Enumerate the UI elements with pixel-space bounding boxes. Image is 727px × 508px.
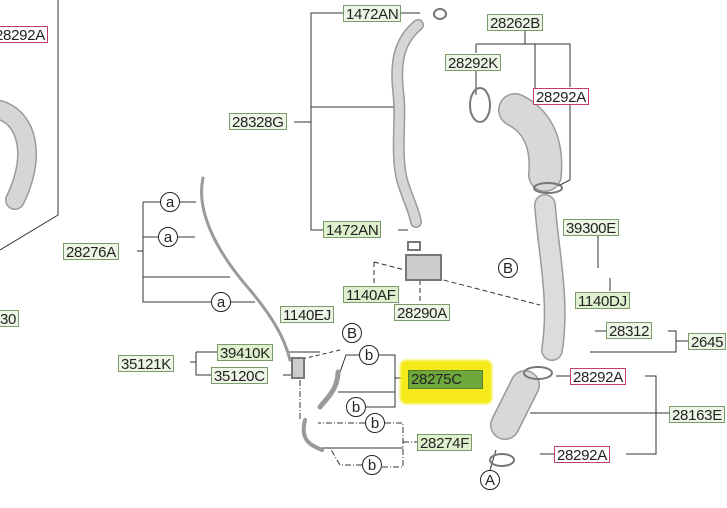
callout-a: a	[211, 292, 231, 312]
callout-b: b	[346, 397, 366, 417]
callout-b: b	[365, 413, 385, 433]
part-label-28292A[interactable]: 28292A	[0, 26, 48, 44]
part-label-1472AN[interactable]: 1472AN	[323, 221, 382, 239]
part-label-1140AF[interactable]: 1140AF	[343, 286, 399, 304]
part-label-35120C[interactable]: 35120C	[211, 367, 268, 385]
callout-a: a	[160, 192, 180, 212]
callout-b: b	[362, 455, 382, 475]
part-label-28292A[interactable]: 28292A	[554, 446, 610, 464]
part-label-28292A[interactable]: 28292A	[533, 88, 589, 106]
callout-B: B	[342, 323, 362, 343]
part-label-1140DJ[interactable]: 1140DJ	[575, 292, 630, 310]
part-label-39410K[interactable]: 39410K	[217, 344, 273, 362]
part-label-39300E[interactable]: 39300E	[563, 219, 619, 237]
part-label-28274F[interactable]: 28274F	[417, 434, 473, 452]
part-label-2645[interactable]: 2645	[688, 333, 727, 351]
part-label-28276A[interactable]: 28276A	[63, 243, 119, 261]
part-label-28290A[interactable]: 28290A	[394, 304, 450, 322]
part-label-28262B[interactable]: 28262B	[487, 14, 543, 32]
part-label-28292A[interactable]: 28292A	[570, 368, 626, 386]
part-label-28328G[interactable]: 28328G	[229, 113, 287, 131]
part-label-35121K[interactable]: 35121K	[118, 355, 174, 373]
part-label-28275C-selected[interactable]: 28275C	[408, 370, 483, 389]
callout-A: A	[480, 470, 500, 490]
part-label-28292K[interactable]: 28292K	[445, 54, 501, 72]
part-label-28163E[interactable]: 28163E	[669, 406, 725, 424]
callout-b: b	[359, 345, 379, 365]
callout-a: a	[158, 227, 178, 247]
part-label-28312[interactable]: 28312	[606, 322, 653, 340]
part-label-30[interactable]: 30	[0, 310, 20, 328]
callout-B: B	[498, 258, 518, 278]
part-label-1140EJ[interactable]: 1140EJ	[280, 306, 334, 324]
part-label-1472AN[interactable]: 1472AN	[343, 5, 402, 23]
